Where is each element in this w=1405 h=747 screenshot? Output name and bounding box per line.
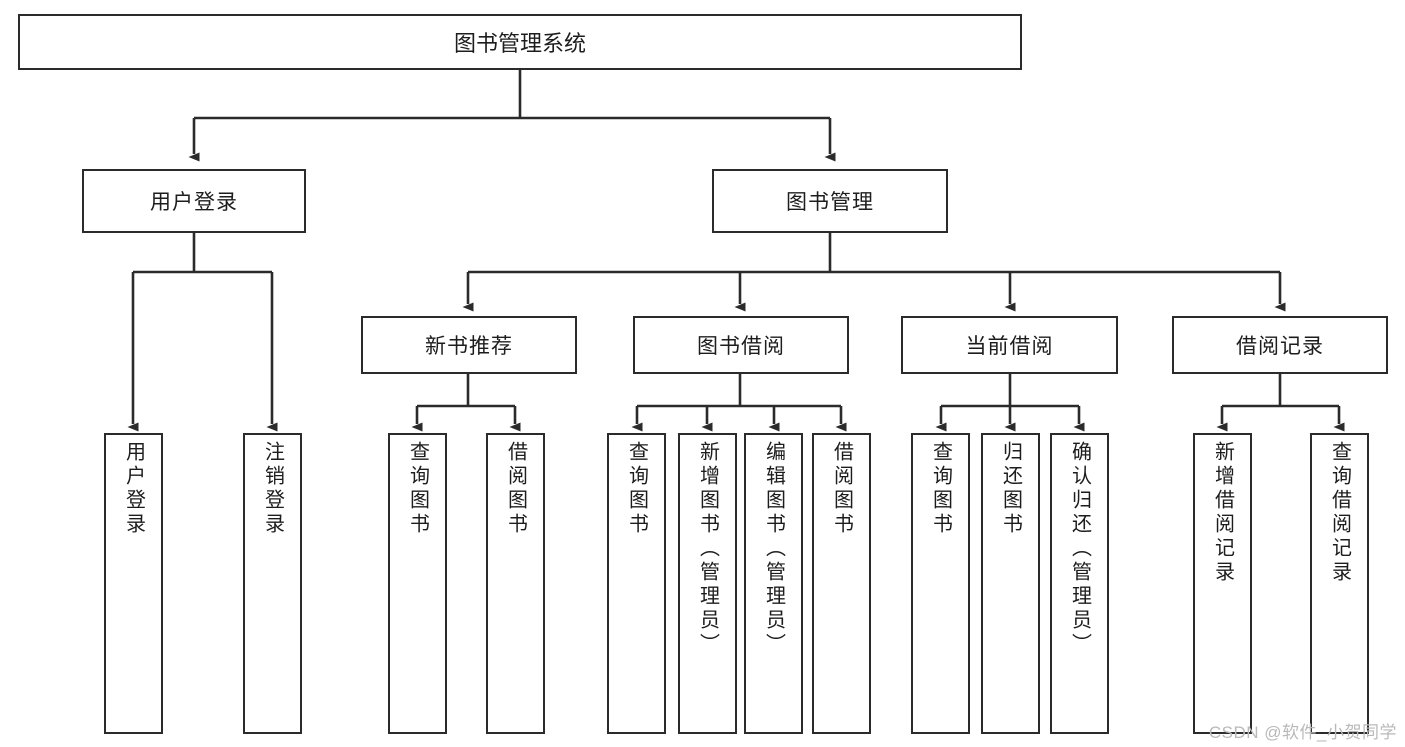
leaf-query-book-borrow[interactable]: 查询图书 (607, 433, 666, 734)
node-label: 新书推荐 (425, 335, 513, 358)
leaf-logout[interactable]: 注销登录 (243, 433, 302, 734)
leaf-label: 注销登录 (261, 441, 284, 537)
leaf-borrow-book[interactable]: 借阅图书 (812, 433, 871, 734)
node-user-login[interactable]: 用户登录 (82, 169, 306, 233)
node-borrow-record[interactable]: 借阅记录 (1172, 316, 1388, 374)
leaf-label: 新增图书（管理员） (696, 441, 719, 657)
node-label: 当前借阅 (965, 335, 1054, 358)
leaf-edit-book-admin[interactable]: 编辑图书（管理员） (744, 433, 803, 734)
leaf-label: 用户登录 (122, 441, 145, 537)
leaf-label: 借阅图书 (830, 441, 853, 537)
node-current-borrow[interactable]: 当前借阅 (901, 316, 1118, 374)
node-label: 图书借阅 (697, 335, 785, 358)
leaf-confirm-return-admin[interactable]: 确认归还（管理员） (1050, 433, 1109, 734)
leaf-query-book-current[interactable]: 查询图书 (911, 433, 970, 734)
leaf-label: 查询图书 (406, 441, 429, 537)
leaf-label: 归还图书 (999, 441, 1022, 537)
leaf-label: 编辑图书（管理员） (762, 441, 785, 657)
leaf-label: 新增借阅记录 (1211, 441, 1234, 585)
leaf-query-borrow-record[interactable]: 查询借阅记录 (1310, 433, 1369, 734)
node-book-borrow[interactable]: 图书借阅 (633, 316, 849, 374)
node-new-book-recommend[interactable]: 新书推荐 (361, 316, 577, 374)
leaf-borrow-book-recommend[interactable]: 借阅图书 (486, 433, 545, 734)
leaf-add-borrow-record[interactable]: 新增借阅记录 (1193, 433, 1252, 734)
leaf-user-login[interactable]: 用户登录 (104, 433, 163, 734)
leaf-query-book-recommend[interactable]: 查询图书 (388, 433, 447, 734)
leaf-label: 查询图书 (929, 441, 952, 537)
leaf-label: 查询借阅记录 (1328, 441, 1351, 585)
leaf-label: 查询图书 (625, 441, 648, 537)
node-label: 图书管理 (786, 191, 874, 214)
leaf-add-book-admin[interactable]: 新增图书（管理员） (678, 433, 737, 734)
leaf-label: 借阅图书 (504, 441, 527, 537)
leaf-label: 确认归还（管理员） (1068, 441, 1091, 657)
node-root-label: 图书管理系统 (453, 31, 586, 56)
watermark-text: CSDN @软件_小贺同学 (1208, 723, 1397, 742)
node-label: 用户登录 (150, 191, 238, 214)
node-book-management[interactable]: 图书管理 (712, 169, 948, 233)
node-root[interactable]: 图书管理系统 (18, 14, 1022, 70)
node-label: 借阅记录 (1236, 335, 1324, 358)
leaf-return-book[interactable]: 归还图书 (981, 433, 1040, 734)
